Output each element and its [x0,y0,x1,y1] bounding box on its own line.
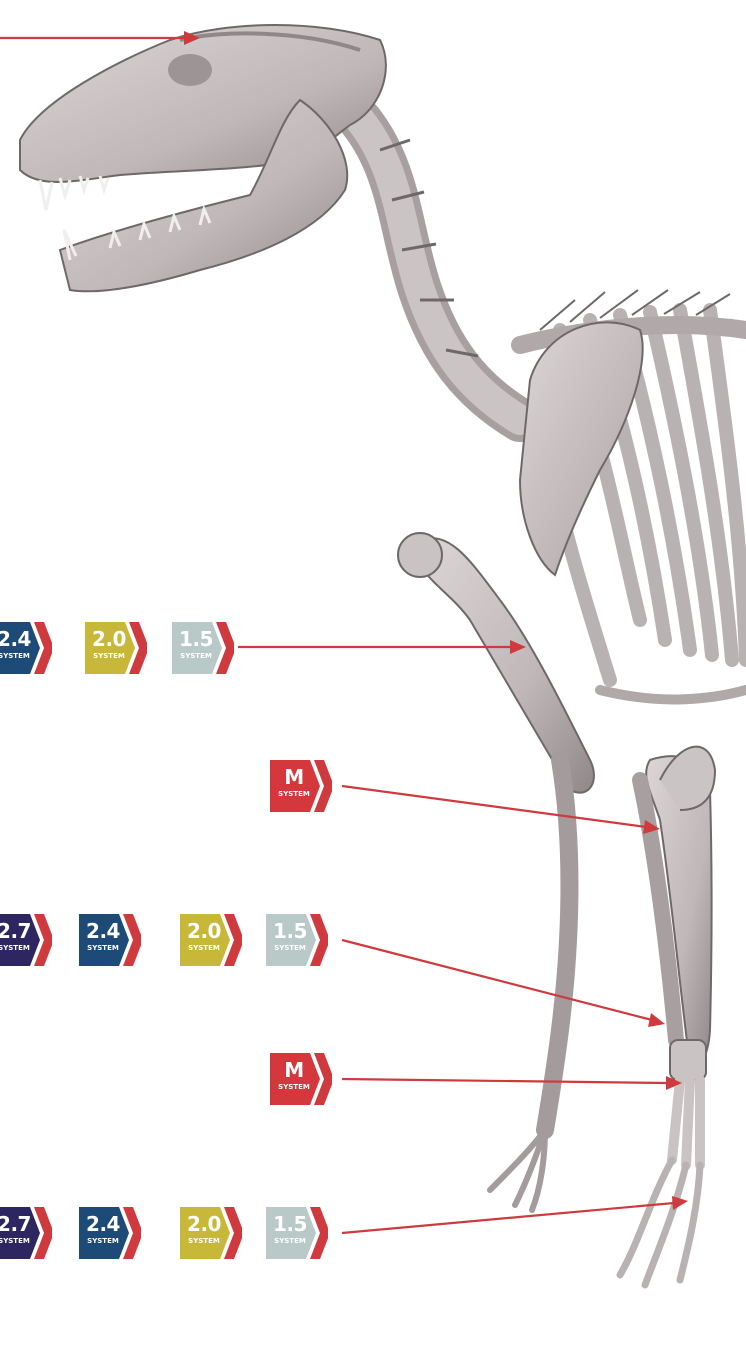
badge-number: 2.0 [85,628,133,650]
badge-system-label: SYSTEM [172,652,220,660]
pointer-carpus [342,1076,682,1090]
badge-number: 2.4 [79,1213,127,1235]
pointer-radius [342,940,665,1027]
system-badge-1-5: 1.5 SYSTEM [266,914,328,966]
pointer-metacarpus [342,1196,688,1233]
system-badge-2-4: 2.4 SYSTEM [0,622,52,674]
system-badge-m: M SYSTEM [270,1053,332,1105]
badge-number: M [270,766,318,788]
badge-number: M [270,1059,318,1081]
badge-number: 2.0 [180,920,228,942]
system-badge-2-4: 2.4 SYSTEM [79,1207,141,1259]
badge-number: 1.5 [172,628,220,650]
badge-number: 2.4 [79,920,127,942]
badge-system-label: SYSTEM [85,652,133,660]
badge-system-label: SYSTEM [0,1237,38,1245]
badge-system-label: SYSTEM [180,1237,228,1245]
badge-number: 1.5 [266,1213,314,1235]
system-badge-2-0: 2.0 SYSTEM [180,914,242,966]
badge-system-label: SYSTEM [79,944,127,952]
badge-number: 2.7 [0,1213,38,1235]
badge-system-label: SYSTEM [180,944,228,952]
system-badge-2-7: 2.7 SYSTEM [0,1207,52,1259]
badge-number: 2.7 [0,920,38,942]
pointer-humerus [238,640,526,654]
system-badge-2-0: 2.0 SYSTEM [180,1207,242,1259]
badge-system-label: SYSTEM [270,1083,318,1091]
system-badge-1-5: 1.5 SYSTEM [172,622,234,674]
badge-system-label: SYSTEM [266,1237,314,1245]
pointer-skull [0,31,200,45]
system-badge-2-7: 2.7 SYSTEM [0,914,52,966]
badge-system-label: SYSTEM [79,1237,127,1245]
badge-system-label: SYSTEM [270,790,318,798]
pointer-elbow [342,786,660,834]
badge-system-label: SYSTEM [0,652,38,660]
badge-system-label: SYSTEM [0,944,38,952]
system-badge-1-5: 1.5 SYSTEM [266,1207,328,1259]
badge-number: 1.5 [266,920,314,942]
badge-number: 2.0 [180,1213,228,1235]
badge-system-label: SYSTEM [266,944,314,952]
system-badge-2-0: 2.0 SYSTEM [85,622,147,674]
system-badge-m: M SYSTEM [270,760,332,812]
badge-number: 2.4 [0,628,38,650]
system-badge-2-4: 2.4 SYSTEM [79,914,141,966]
